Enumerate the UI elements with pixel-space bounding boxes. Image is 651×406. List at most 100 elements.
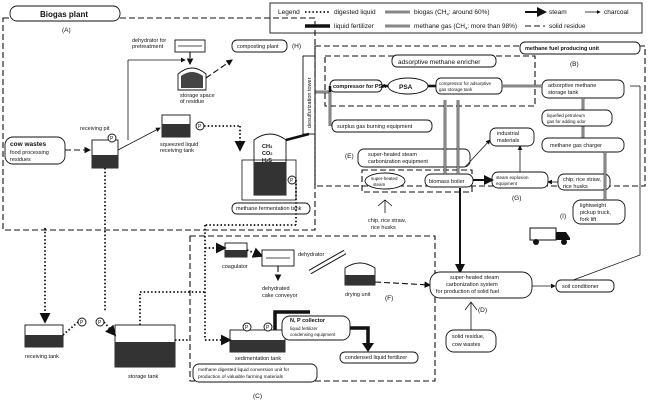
svg-text:coagulator: coagulator — [222, 264, 248, 270]
soil-conditioner — [555, 279, 615, 293]
svg-text:receiving tank: receiving tank — [160, 148, 194, 154]
superheated-steam — [364, 172, 406, 190]
svg-text:drying unit: drying unit — [345, 292, 371, 298]
svg-text:soil conditioner: soil conditioner — [562, 284, 599, 290]
svg-text:pretreatment: pretreatment — [132, 44, 164, 50]
svg-text:P: P — [290, 178, 294, 184]
svg-text:super-heated steam: super-heated steam — [368, 152, 417, 158]
carbonization-system — [429, 271, 533, 299]
svg-text:liquid fertilizer: liquid fertilizer — [290, 326, 318, 331]
svg-text:steam: steam — [373, 182, 386, 187]
svg-text:lightweight: lightweight — [580, 203, 606, 209]
methane-fermentation-tank — [231, 202, 311, 215]
composting-plant — [231, 39, 288, 53]
svg-text:(G): (G) — [512, 195, 521, 202]
industrial-materials — [489, 127, 535, 147]
svg-text:cake conveyor: cake conveyor — [262, 293, 298, 299]
svg-text:charcoal: charcoal — [604, 9, 629, 16]
svg-text:fork lift: fork lift — [580, 217, 597, 223]
svg-text:rice husks: rice husks — [371, 225, 396, 231]
condensed-fertilizer — [339, 351, 419, 364]
svg-text:H2S: H2S — [262, 158, 272, 164]
svg-text:receiving pit: receiving pit — [80, 126, 110, 132]
svg-text:methane gas charger: methane gas charger — [550, 143, 602, 149]
svg-text:pickup truck,: pickup truck, — [580, 210, 611, 216]
svg-text:equipment: equipment — [496, 181, 518, 186]
bottom-left-tanks: P P receiving tank storage tank — [24, 168, 205, 380]
svg-text:cow wastes: cow wastes — [10, 141, 47, 148]
section-d-solid-fuel: super-heated steam carbonization system … — [429, 271, 615, 353]
legend: Legend digested liquid biogas (CH4: arou… — [269, 2, 643, 34]
methane-gas-charger — [541, 137, 625, 153]
svg-text:P: P — [198, 124, 202, 130]
svg-text:steam explosion: steam explosion — [496, 175, 529, 180]
svg-text:CO2: CO2 — [262, 151, 273, 157]
svg-text:(H): (H) — [292, 43, 301, 50]
svg-text:P: P — [110, 136, 114, 142]
svg-text:methane fermentation tank: methane fermentation tank — [236, 206, 302, 212]
svg-text:compressor for adsorptive: compressor for adsorptive — [439, 81, 492, 86]
svg-text:carbonization equipment: carbonization equipment — [368, 159, 428, 165]
svg-text:squeezed liquid: squeezed liquid — [160, 142, 198, 148]
svg-text:carbonization system: carbonization system — [446, 282, 498, 288]
svg-text:cow wastes: cow wastes — [452, 342, 481, 348]
svg-text:storage tank: storage tank — [548, 90, 579, 96]
svg-text:liquid fertilizer: liquid fertilizer — [334, 23, 375, 30]
svg-text:methane digested liquid conver: methane digested liquid conversion unit … — [198, 367, 290, 373]
svg-text:P: P — [98, 320, 102, 326]
svg-text:CH4: CH4 — [262, 144, 273, 150]
svg-text:sedimentation tank: sedimentation tank — [235, 356, 281, 362]
svg-text:receiving tank: receiving tank — [25, 354, 59, 360]
svg-text:gas storage tank: gas storage tank — [439, 87, 473, 92]
svg-text:residues: residues — [10, 157, 31, 163]
svg-text:dehydrated: dehydrated — [262, 286, 290, 292]
svg-text:steam: steam — [549, 9, 567, 16]
svg-text:desulfurization tower: desulfurization tower — [307, 77, 313, 128]
lightweight-truck — [572, 199, 626, 225]
svg-text:(F): (F) — [385, 295, 393, 302]
svg-text:storage space: storage space — [180, 93, 215, 99]
svg-text:rice husks: rice husks — [563, 184, 588, 190]
svg-text:composting plant: composting plant — [237, 44, 279, 50]
svg-text:of residue: of residue — [180, 99, 204, 105]
section-c-liquid-conversion: (C) coagulator dehydrator dehydrated cak… — [189, 180, 436, 400]
svg-text:gas for adding odor: gas for adding odor — [547, 119, 586, 124]
truck-icon — [529, 227, 570, 245]
svg-text:condensed liquid fertilizer: condensed liquid fertilizer — [345, 355, 407, 361]
svg-text:P: P — [80, 320, 84, 326]
svg-text:(D): (D) — [478, 307, 487, 314]
svg-text:compressor for PSA: compressor for PSA — [333, 84, 386, 90]
svg-text:digested liquid: digested liquid — [334, 9, 376, 16]
svg-text:dehydrator for: dehydrator for — [132, 38, 166, 44]
svg-text:super-heated steam: super-heated steam — [450, 275, 499, 281]
conversion-unit-label — [192, 363, 318, 383]
liquefied-petroleum-gas — [541, 109, 613, 127]
svg-text:chip, rice straw,: chip, rice straw, — [368, 218, 406, 224]
svg-text:materials: materials — [497, 138, 520, 144]
svg-text:condensing equipment: condensing equipment — [290, 332, 336, 337]
svg-text:N, P collector: N, P collector — [290, 318, 326, 324]
svg-text:PSA: PSA — [399, 84, 413, 91]
svg-text:biomass boiler: biomass boiler — [429, 179, 465, 185]
svg-text:surplus gas burning equipment: surplus gas burning equipment — [337, 124, 413, 130]
svg-text:production of valuable farming: production of valuable farming materials — [198, 374, 284, 380]
svg-text:adsorptive methane enricher: adsorptive methane enricher — [398, 59, 481, 66]
svg-text:(A): (A) — [62, 27, 71, 34]
svg-text:P: P — [266, 325, 270, 331]
svg-text:methane gas (CH4: more than 98: methane gas (CH4: more than 98%) — [414, 23, 517, 31]
svg-text:(C): (C) — [253, 393, 262, 400]
svg-text:super-heated: super-heated — [371, 176, 398, 181]
section-a-biogas-plant: Biogas plant (A) cow wastes food process… — [2, 5, 330, 231]
svg-text:(E): (E) — [345, 153, 354, 160]
svg-text:(B): (B) — [570, 61, 579, 68]
svg-text:(I): (I) — [560, 213, 566, 220]
svg-text:liquefied petroleum: liquefied petroleum — [547, 113, 585, 118]
svg-text:storage tank: storage tank — [128, 374, 159, 380]
section-e-carbonization: (E) super-heated steam carbonization equ… — [345, 100, 611, 274]
svg-text:adsorptive methane: adsorptive methane — [548, 83, 596, 89]
svg-text:food processing: food processing — [10, 150, 49, 156]
section-b-methane-fuel: methane fuel producing unit (B) adsorpti… — [314, 41, 646, 187]
svg-text:P: P — [245, 325, 249, 331]
svg-text:industrial: industrial — [497, 131, 519, 137]
